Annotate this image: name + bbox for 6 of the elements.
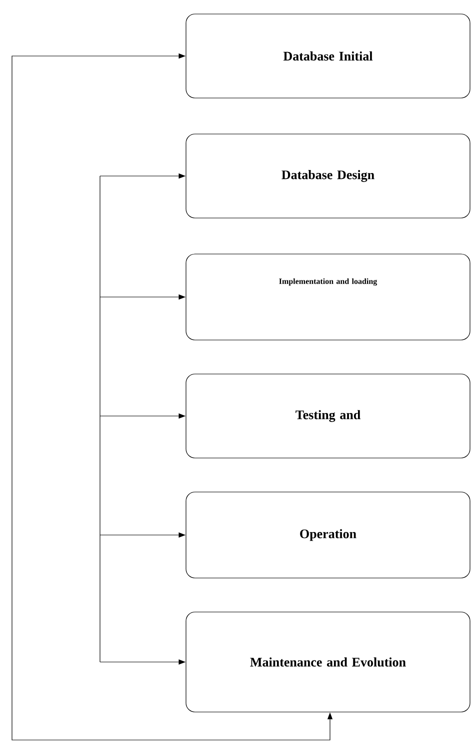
process-box: Database Initial bbox=[186, 14, 470, 98]
process-box: Maintenance and Evolution bbox=[186, 612, 470, 712]
process-box: Implementation and loading bbox=[186, 254, 470, 340]
process-box: Testing and bbox=[186, 374, 470, 458]
process-box: Database Design bbox=[186, 134, 470, 218]
process-box: Operation bbox=[186, 492, 470, 578]
